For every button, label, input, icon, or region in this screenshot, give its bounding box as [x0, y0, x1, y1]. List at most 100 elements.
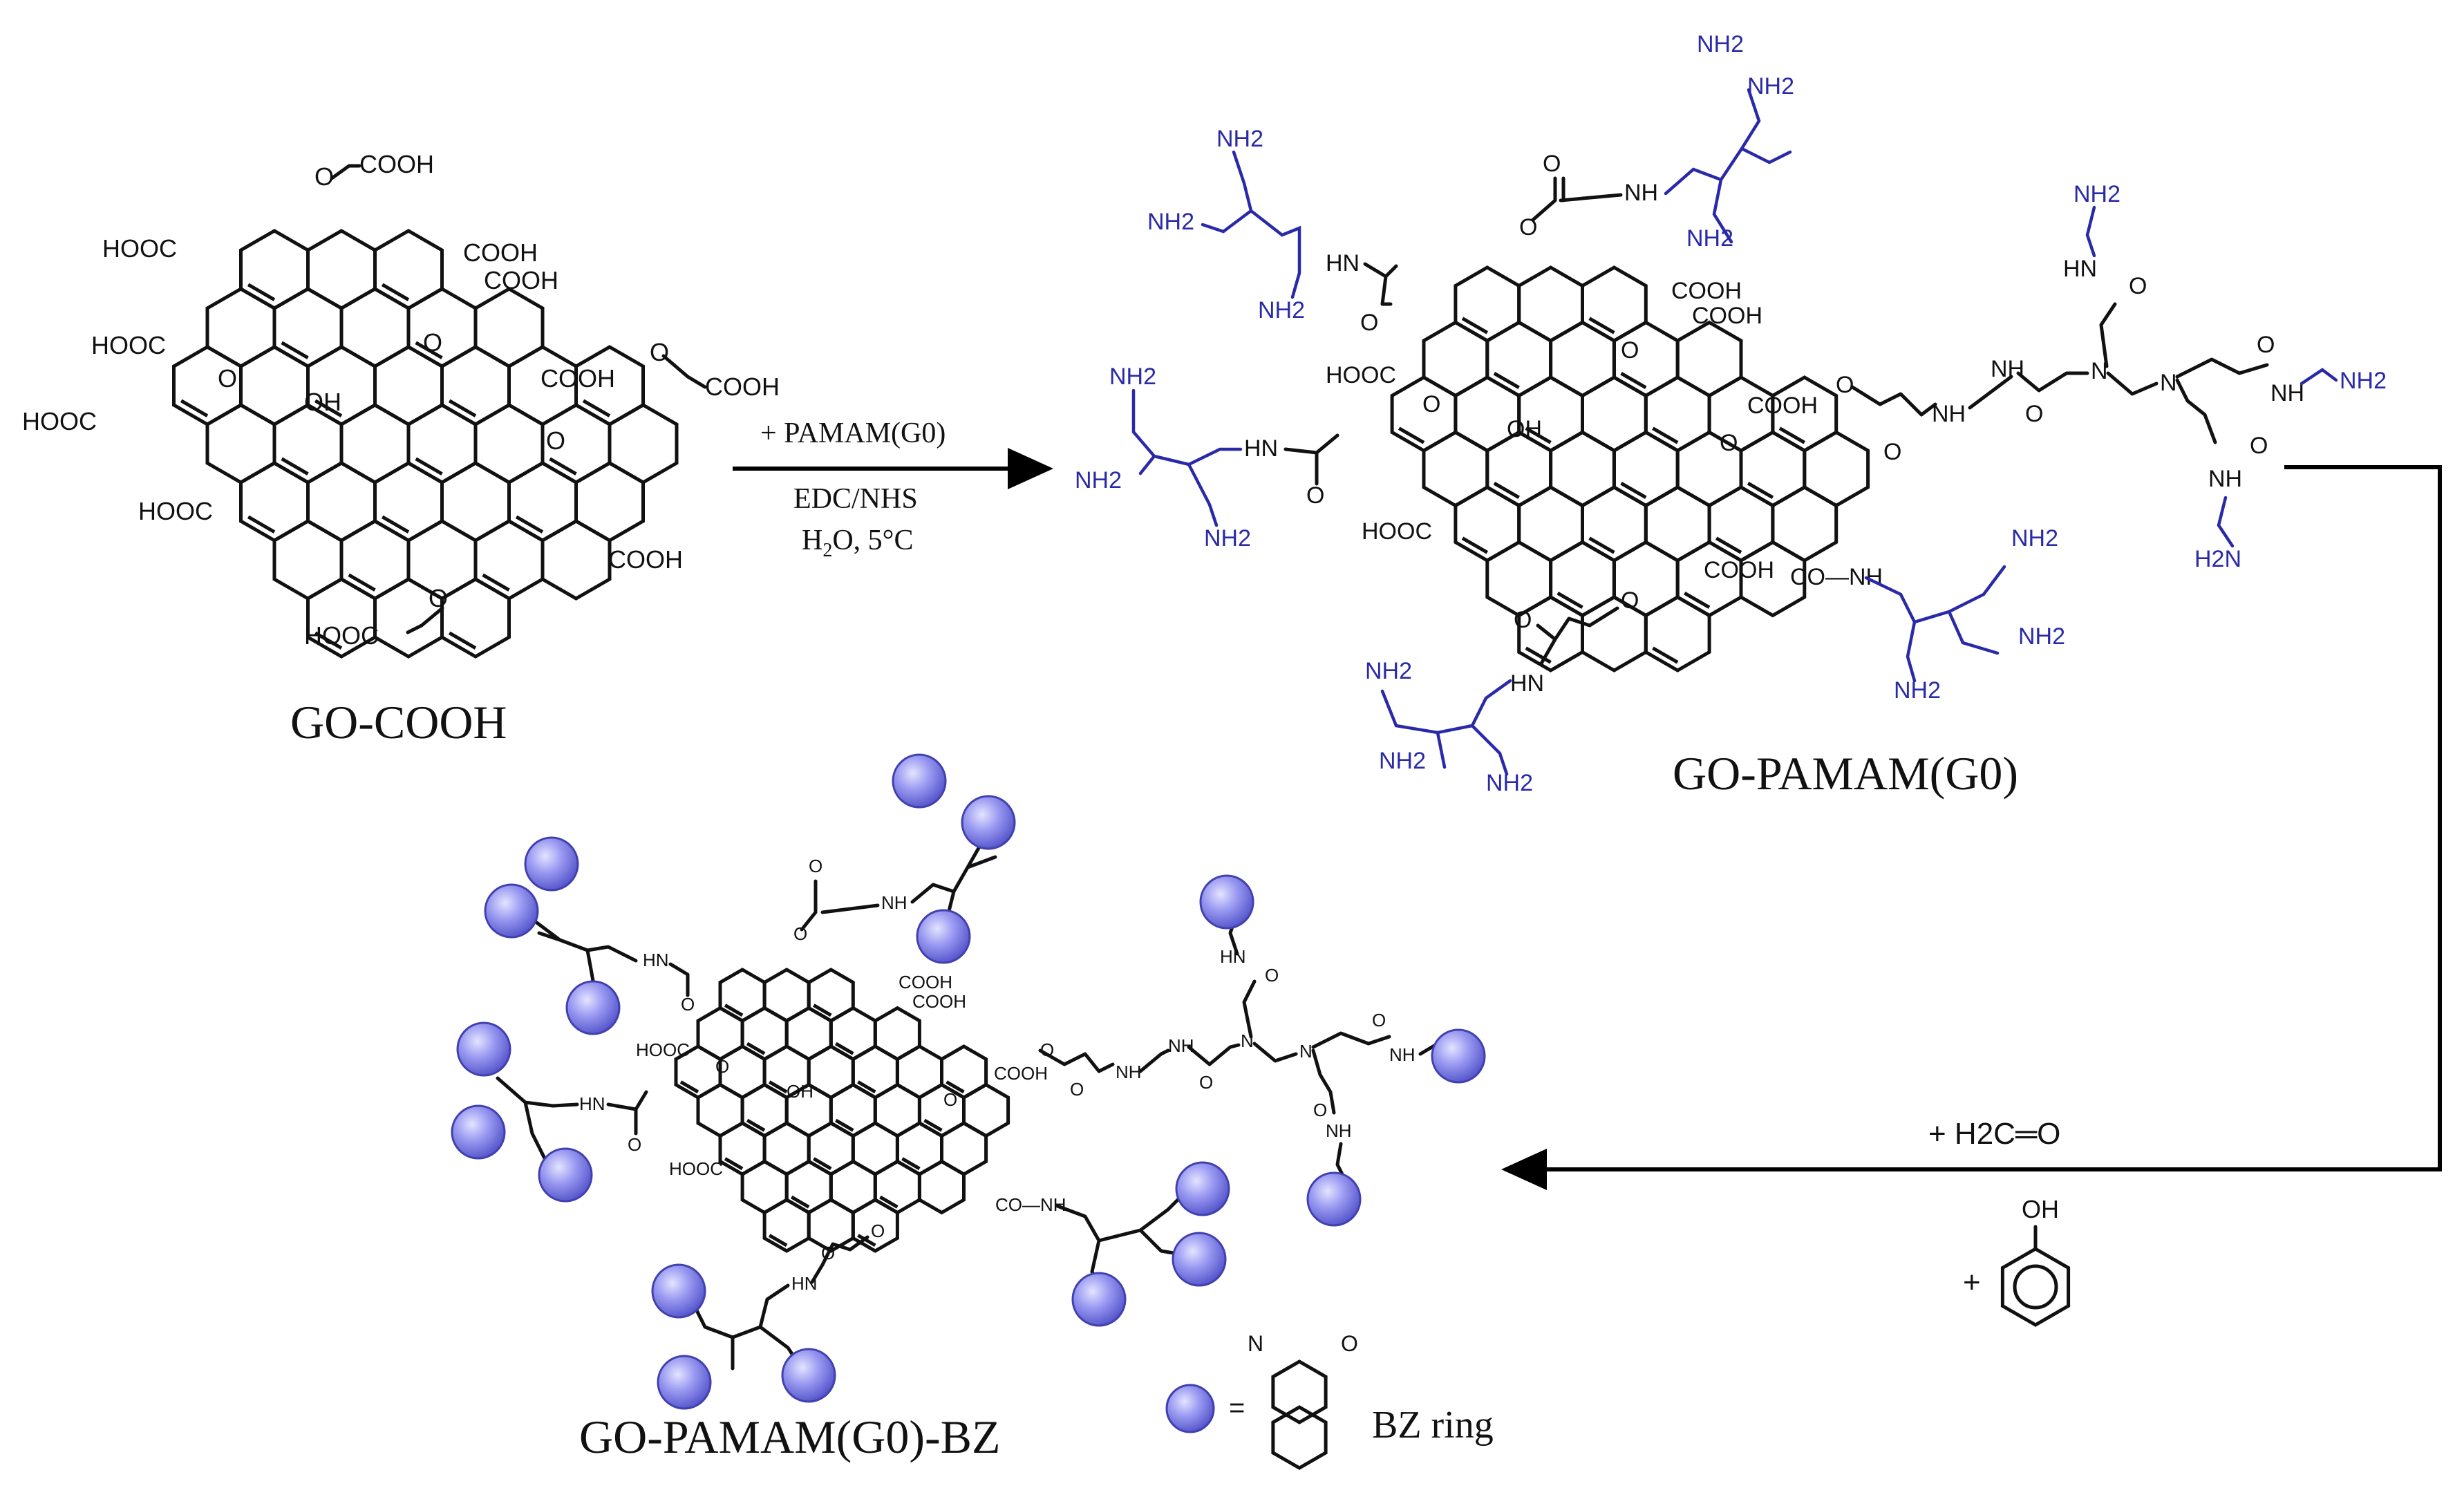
double-bond	[1778, 426, 1806, 444]
pamam-core-bond	[1968, 302, 2269, 444]
amide-hn-label: HN	[2063, 256, 2097, 282]
amine-label: NH2	[1747, 73, 1794, 100]
amine-label: NH2	[2011, 525, 2058, 552]
cooh-label: COOH	[484, 266, 558, 294]
double-bond	[314, 631, 343, 650]
ether-bond	[661, 354, 707, 389]
double-bond	[1588, 536, 1615, 554]
cooh-label: COOH	[1692, 303, 1762, 329]
double-bond	[515, 515, 544, 534]
hooc-label: HOOC	[1326, 362, 1396, 388]
step1-coupling: EDC/NHS	[793, 483, 918, 515]
go-pamam-groups: O O NH NH2 NH2 NH2 NH2 NH2 NH2 HN O COOH…	[1075, 31, 2387, 796]
double-bond	[946, 1080, 965, 1094]
cooh-label: COOH	[540, 364, 615, 393]
double-bond	[448, 399, 477, 417]
double-bond	[857, 1080, 876, 1094]
oxygen-label: O	[1543, 151, 1561, 177]
pamam-branch-bond	[1380, 679, 1512, 776]
legend-o-label: O	[1341, 1331, 1358, 1356]
amine-label: NH2	[1894, 677, 1941, 704]
amide-hn-label: HN	[643, 950, 669, 970]
oxygen-label: O	[1621, 587, 1639, 614]
oxygen-label: O	[1070, 1079, 1084, 1100]
double-bond	[1747, 482, 1774, 499]
go-pamam-bz-graphene-sheet	[674, 968, 1010, 1253]
amide-link-label: CO—NH	[1790, 564, 1883, 590]
double-bond	[901, 1157, 921, 1171]
go-pamam-graphene-sheet	[1390, 265, 1870, 672]
go-pamam-bz-title: GO-PAMAM(G0)-BZ	[579, 1411, 1001, 1463]
phenol-oh-label: OH	[2022, 1195, 2059, 1223]
double-bond	[813, 1004, 832, 1017]
pamam-core-bond	[1138, 979, 1391, 1115]
ether-bond	[406, 606, 444, 634]
pamam-branch-bond	[689, 1283, 804, 1371]
double-bond	[1715, 536, 1742, 554]
hydroxyl-label: OH	[1507, 416, 1542, 442]
go-pamam-title: GO-PAMAM(G0)	[1673, 747, 2018, 800]
bz-ring-sphere	[1306, 1171, 1362, 1227]
hooc-label: HOOC	[1362, 518, 1432, 545]
bz-ring-sphere	[451, 1104, 506, 1160]
hooc-label: HOOC	[138, 497, 213, 525]
pamam-branch-bond	[1664, 88, 1792, 244]
amine-label: H2N	[2194, 546, 2241, 572]
bz-spheres	[451, 753, 1486, 1410]
amide-bond	[1283, 433, 1339, 486]
bz-ring-sphere	[1431, 1028, 1486, 1084]
amide-bond	[668, 962, 690, 997]
legend-n-label: N	[1248, 1331, 1263, 1356]
bz-ring-sphere	[565, 980, 621, 1035]
amine-label: NH2	[1258, 297, 1305, 323]
bz-ring-sphere	[657, 1355, 712, 1410]
bz-legend: = N O BZ ring	[1165, 1331, 1494, 1470]
oxygen-label: O	[1265, 965, 1279, 986]
double-bond	[281, 341, 309, 359]
amide-bond	[606, 1090, 648, 1136]
oxygen-label: O	[1514, 607, 1532, 633]
double-bond	[247, 283, 276, 301]
oxygen-label: O	[871, 1221, 885, 1241]
hydroxyl-label: OH	[787, 1081, 814, 1102]
oxygen-label: O	[628, 1134, 641, 1155]
amine-label: NH2	[2018, 623, 2065, 650]
cooh-label: COOH	[359, 150, 434, 178]
bz-ring-sphere	[538, 1147, 593, 1203]
double-bond	[1652, 426, 1679, 444]
pamam-branch-bond	[1131, 388, 1243, 527]
double-bond	[746, 1118, 766, 1132]
phenol-hexagon	[2000, 1247, 2071, 1327]
amine-label: NH2	[2073, 181, 2120, 207]
amine-label: NH2	[1365, 658, 1412, 684]
step1-conditions: H2O, 5°C	[802, 525, 913, 561]
double-bond	[180, 399, 209, 417]
double-bond	[1588, 317, 1615, 335]
oxygen-label: O	[423, 328, 442, 357]
double-bond	[582, 399, 611, 417]
double-bond	[813, 1157, 832, 1171]
amide-bond	[1363, 262, 1398, 306]
double-bond	[247, 515, 276, 534]
amine-label: NH2	[1697, 31, 1744, 57]
amine-label: NH2	[1075, 467, 1122, 493]
graphene-hexagon	[440, 577, 511, 659]
amide-nh-label: NH	[1932, 401, 1966, 427]
legend-bz-ring-label: BZ ring	[1372, 1404, 1494, 1447]
pamam-branch-bond	[1201, 150, 1301, 299]
bz-ring-sphere	[1071, 1272, 1127, 1327]
double-bond	[724, 1004, 744, 1017]
cooh-label: COOH	[1747, 393, 1818, 419]
conditions-h: H	[802, 525, 822, 556]
step2-phenol-plus: +	[1963, 1265, 1981, 1299]
pamam-branch-bond	[1864, 565, 2006, 683]
amide-nh-label: NH	[1116, 1062, 1142, 1082]
go-cooh-groups: COOH O HOOC COOH COOH HOOC O O COOH COOH…	[22, 150, 780, 650]
legend-bz-sphere	[1165, 1384, 1215, 1433]
step2-formaldehyde: + H2C═O	[1928, 1117, 2060, 1151]
oxygen-label: O	[2250, 433, 2268, 459]
amine-label: NH2	[1686, 225, 1733, 252]
amine-label: NH2	[1147, 209, 1194, 235]
go-pamam-bz-groups: O NH O HN O COOH COOH HOOC O OH COOH O O…	[451, 753, 1486, 1410]
carbamate-bond	[1531, 176, 1623, 222]
